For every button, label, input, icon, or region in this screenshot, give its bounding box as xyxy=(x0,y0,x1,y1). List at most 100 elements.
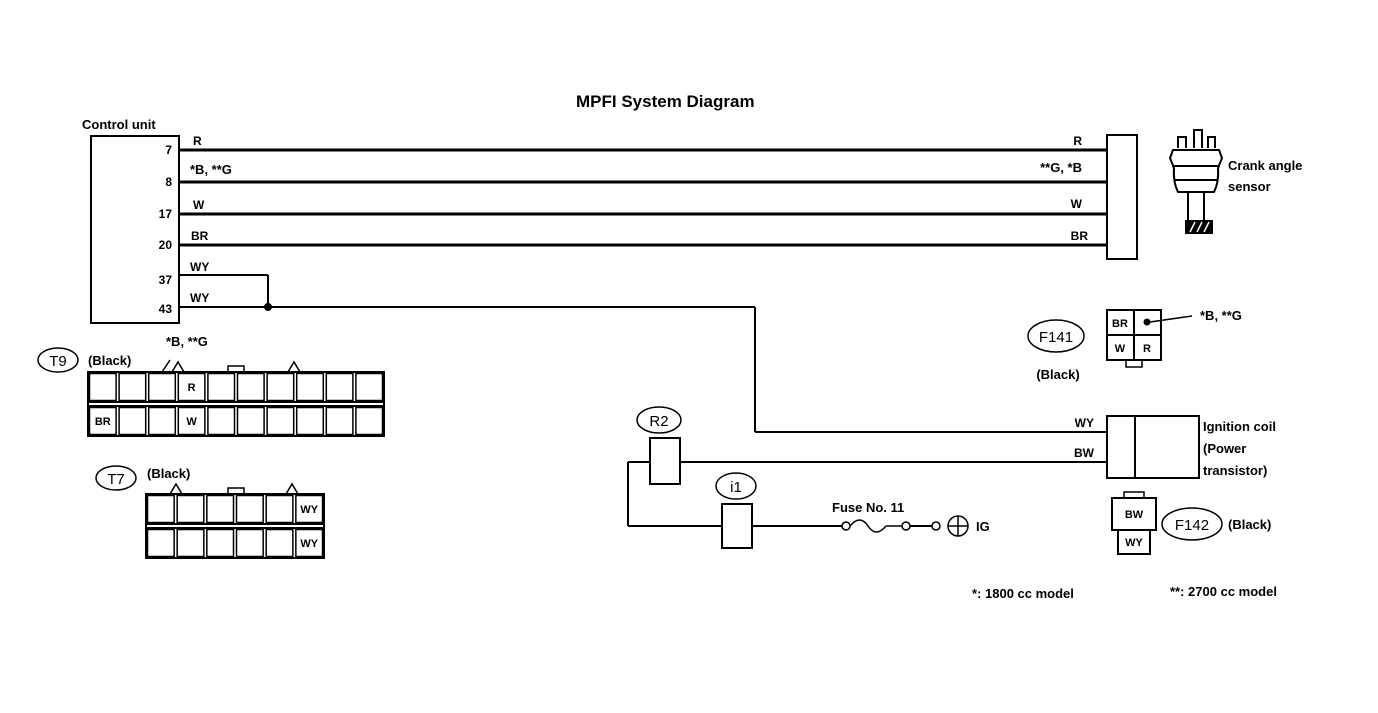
f142-tag-oval xyxy=(1161,507,1223,541)
control-unit-label: Control unit xyxy=(82,117,156,132)
sensor-teeth xyxy=(1177,129,1216,148)
t7-tag-oval xyxy=(95,465,137,491)
f141-tag-oval xyxy=(1027,319,1085,353)
f142-cell-wy: WY xyxy=(1125,537,1143,549)
fuse-no-11: Fuse No. 11 IG xyxy=(832,500,990,537)
legend-note-1800: *: 1800 cc model xyxy=(972,586,1074,601)
connector-t9: T9 (Black) *B, **G R BR W xyxy=(37,334,385,437)
t9-top-cavity xyxy=(147,372,177,402)
t9-color: (Black) xyxy=(88,353,131,368)
t9-tag-oval xyxy=(37,347,79,373)
crank-angle-sensor: Crank angle sensor xyxy=(1168,129,1302,234)
pin-7: 7 xyxy=(165,143,172,157)
pin-43: 43 xyxy=(159,302,173,316)
legend: *: 1800 cc model **: 2700 cc model xyxy=(972,584,1277,601)
r2-tag-oval xyxy=(636,406,682,434)
fuse-label: Fuse No. 11 xyxy=(832,500,904,515)
wire-label-right-r: R xyxy=(1073,134,1082,148)
splice-dot xyxy=(264,303,272,311)
f142-color: (Black) xyxy=(1228,517,1271,532)
t7-top-cavity xyxy=(295,494,324,524)
t9-bottom-cavity xyxy=(236,406,265,436)
t7-top-cell-label: WY xyxy=(300,504,318,516)
t7-bottom-cavity xyxy=(146,528,175,558)
t9-bottom-cavity xyxy=(266,406,295,436)
t9-bottom-cavity xyxy=(177,406,206,436)
f142-cell-bw: BW xyxy=(1125,509,1144,521)
t7-bottom-cavity xyxy=(235,528,264,558)
f141-color: (Black) xyxy=(1036,367,1079,382)
i1-tag: i1 xyxy=(730,479,742,496)
coil-wire-bw: BW xyxy=(1074,446,1095,460)
t7-top-cavity xyxy=(235,494,264,524)
t9-top-cavity xyxy=(295,372,325,402)
connector-f142: BW WY F142 (Black) xyxy=(1111,491,1271,555)
legend-note-2700: **: 2700 cc model xyxy=(1170,584,1277,599)
t9-bottom-cell-label: W xyxy=(186,416,197,428)
r2-body xyxy=(649,437,681,485)
f141-cell-r: R xyxy=(1143,343,1151,355)
connector-f141: F141 (Black) BR W R *B, **G xyxy=(1027,308,1242,382)
r2-tag: R2 xyxy=(649,413,668,430)
wire-label-left-bg: *B, **G xyxy=(190,162,232,177)
wire-label-right-gb: **G, *B xyxy=(1040,160,1082,175)
t9-bottom-cavity xyxy=(88,406,117,436)
t7-bottom-cavity xyxy=(206,528,235,558)
crank-sensor-connector xyxy=(1106,134,1138,260)
t9-bottom-cell-label: BR xyxy=(95,416,111,428)
t9-bottom-cavity xyxy=(207,406,236,436)
t7-bottom-cell-label: WY xyxy=(300,538,318,550)
sensor-wires: R *B, **G W BR R **G, *B W BR xyxy=(179,134,1107,247)
wire-label-right-w: W xyxy=(1071,197,1083,211)
t9-bottom-cavity xyxy=(118,406,147,436)
f141-tag: F141 xyxy=(1039,329,1073,346)
connector-t7: T7 (Black) WY WY xyxy=(95,465,325,559)
i1-tag-oval xyxy=(715,472,757,500)
coil-label-3: transistor) xyxy=(1203,463,1267,478)
f142-tag: F142 xyxy=(1175,517,1209,534)
t9-top-cavity xyxy=(88,372,117,402)
sensor-label-1: Crank angle xyxy=(1228,158,1302,173)
t7-bottom-cavity xyxy=(265,528,294,558)
i1-body xyxy=(721,503,753,549)
t9-top-cavity xyxy=(355,372,384,402)
t9-tag: T9 xyxy=(49,353,67,370)
coil-label-2: (Power xyxy=(1203,441,1246,456)
t9-note: *B, **G xyxy=(166,334,208,349)
wire-label-left-r: R xyxy=(193,134,202,148)
fuse-element xyxy=(849,519,887,533)
coil-wire-wy: WY xyxy=(1075,416,1094,430)
ignition-coil-box xyxy=(1106,415,1200,479)
t9-top-cavity xyxy=(236,372,265,402)
t7-color: (Black) xyxy=(147,466,190,481)
f141-cell-w: W xyxy=(1115,343,1126,355)
t9-top-cavity xyxy=(325,372,354,402)
t9-bottom-cavity xyxy=(325,406,354,436)
t7-top-cavity xyxy=(146,494,175,524)
t9-top-cell-label: R xyxy=(188,382,196,394)
wire-label-right-br: BR xyxy=(1071,229,1089,243)
f141-pin-dot xyxy=(1143,318,1151,326)
t9-bottom-cavity xyxy=(295,406,325,436)
f141-cell-br: BR xyxy=(1112,318,1128,330)
wire-label-left-w: W xyxy=(193,198,205,212)
t9-bottom-cavity xyxy=(355,406,384,436)
t9-top-cavity xyxy=(177,372,206,402)
coil-label-1: Ignition coil xyxy=(1203,419,1276,434)
pin-20: 20 xyxy=(159,238,173,252)
relay-i1: i1 xyxy=(715,472,757,549)
t7-bottom-cavity xyxy=(295,528,324,558)
t9-bottom-cavity xyxy=(147,406,177,436)
pin-8: 8 xyxy=(165,175,172,189)
sensor-label-2: sensor xyxy=(1228,179,1271,194)
sensor-body xyxy=(1168,149,1224,193)
t9-top-cavity xyxy=(118,372,147,402)
t7-top-cavity xyxy=(206,494,235,524)
t7-tag: T7 xyxy=(107,471,125,488)
t7-bottom-cavity xyxy=(176,528,205,558)
t9-top-cavity xyxy=(266,372,295,402)
ignition-coil: WY BW Ignition coil (Power transistor) xyxy=(1074,415,1276,479)
diagram-title: MPFI System Diagram xyxy=(576,92,755,111)
t9-top-cavity xyxy=(207,372,236,402)
